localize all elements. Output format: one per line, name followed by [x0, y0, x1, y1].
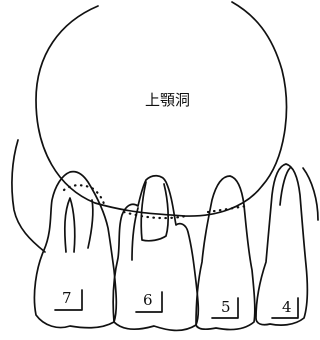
tooth-7-number: 7 [62, 289, 72, 307]
tooth-6-label: 6 [136, 291, 162, 312]
tooth-7-outline [34, 172, 116, 328]
tooth-7-label: 7 [55, 289, 82, 310]
tooth-7-root-inner [88, 200, 93, 248]
tooth-7-root-split [65, 198, 75, 252]
alveolar-bone-right [303, 168, 318, 220]
tooth-5-number: 5 [221, 298, 231, 316]
sinus-label: 上顎洞 [145, 91, 190, 109]
tooth-5-label: 5 [212, 298, 238, 318]
maxillary-sinus-outline [36, 2, 286, 216]
alveolar-bone-left [12, 140, 45, 252]
tooth-6-root-inner [132, 208, 138, 260]
tooth-4-label: 4 [272, 298, 298, 318]
tooth-4-number: 4 [282, 298, 292, 316]
sinus-floor-dotted-5 [208, 206, 246, 212]
tooth-6-outline [113, 176, 198, 331]
tooth-6-palatal-root [141, 182, 168, 241]
tooth-4-root-inner [280, 168, 290, 205]
tooth-6-number: 6 [143, 291, 153, 309]
